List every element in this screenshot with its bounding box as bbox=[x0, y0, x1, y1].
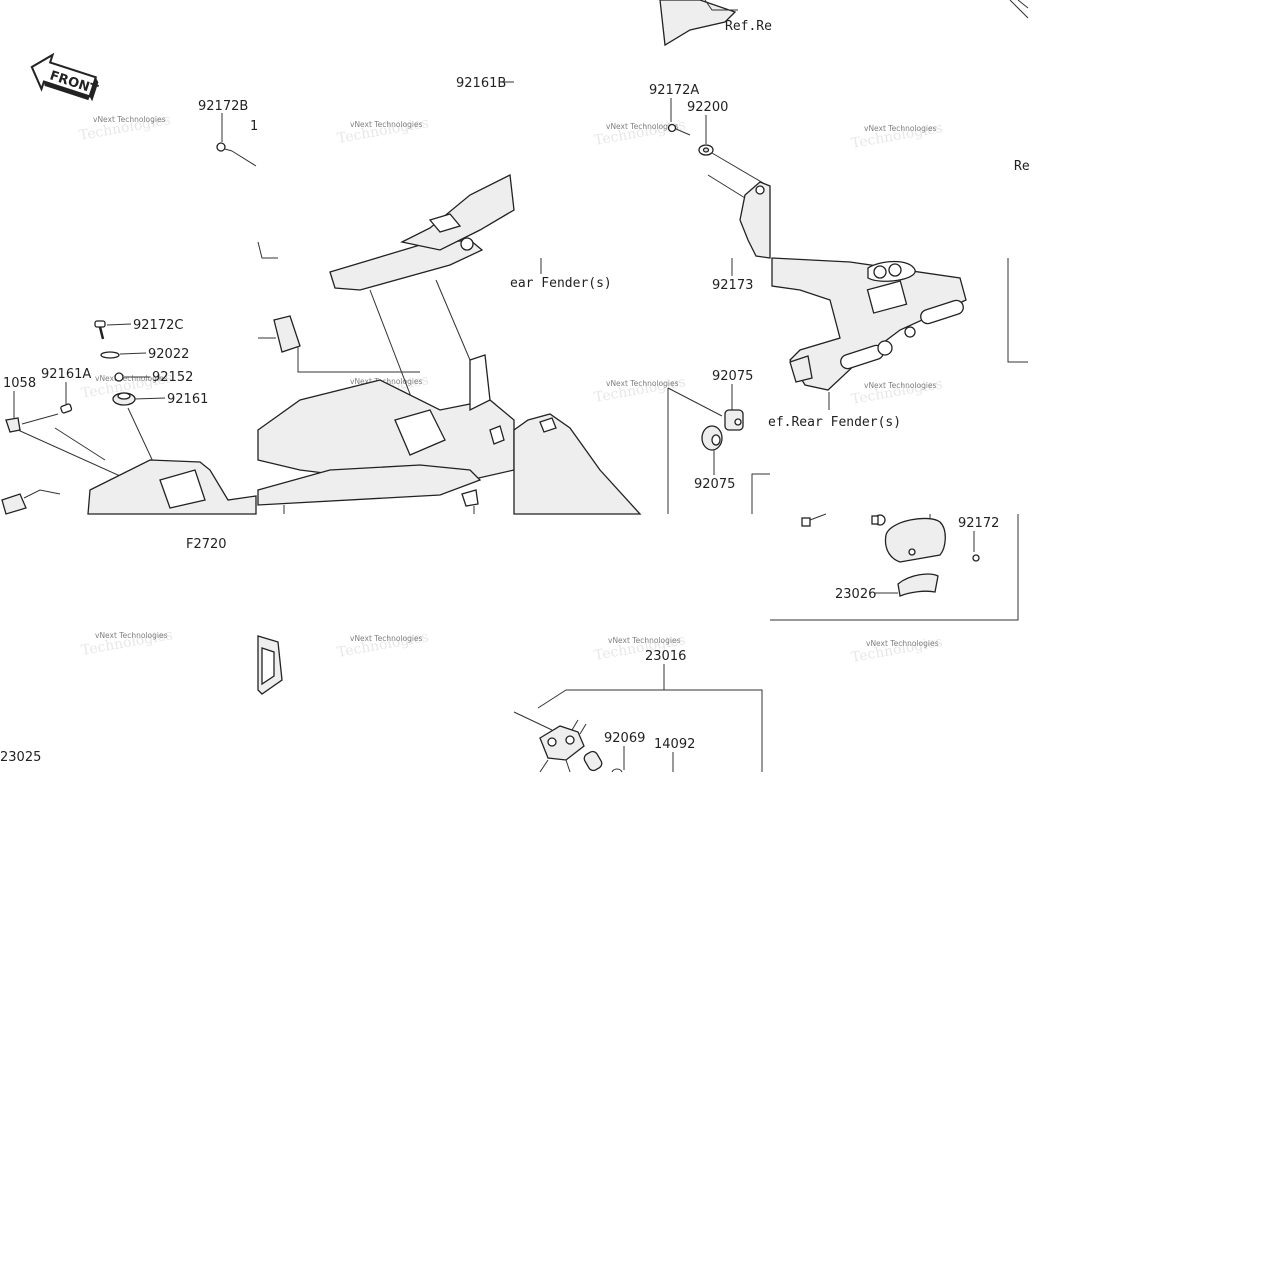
part-label-92069: 92069 bbox=[604, 731, 645, 746]
part-label-92161B: 92161B bbox=[456, 76, 506, 91]
ref-label-top: Ref.Re bbox=[725, 19, 772, 34]
part-label-92200: 92200 bbox=[687, 100, 728, 115]
grommet-icon bbox=[112, 392, 136, 406]
watermark: vNext Technologies bbox=[350, 377, 423, 386]
tile-grommet-parts: 92172C 92022 92152 92161A 92161 1058 bbox=[1, 318, 257, 515]
bulb-socket-icon bbox=[583, 750, 603, 772]
turn-signal-bracket-icon bbox=[539, 719, 587, 773]
part-label-92172C: 92172C bbox=[133, 318, 183, 333]
part-label-92172A: 92172A bbox=[649, 83, 699, 98]
part-label-1: 1 bbox=[250, 119, 258, 134]
watermark: vNext Technologies bbox=[350, 120, 423, 129]
watermark: vNext Technologies bbox=[95, 374, 168, 383]
screw-icon bbox=[667, 123, 691, 136]
screw-icon bbox=[972, 554, 980, 562]
damper-icon bbox=[701, 425, 723, 451]
part-label-23016: 23016 bbox=[645, 649, 686, 664]
watermark: vNext Technologies bbox=[608, 636, 681, 645]
ref-label-rear-fender-2: ef.Rear Fender(s) bbox=[768, 415, 901, 430]
part-label-92022: 92022 bbox=[148, 347, 189, 362]
part-label-92152: 92152 bbox=[152, 370, 193, 385]
watermark: vNext Technologies bbox=[606, 379, 679, 388]
damper-icon bbox=[60, 403, 73, 414]
watermark: vNext Technologies bbox=[864, 124, 937, 133]
bulb-icon bbox=[871, 514, 886, 526]
part-label-92161: 92161 bbox=[167, 392, 208, 407]
tile-turn-signal: 23016 92069 14092 bbox=[513, 649, 763, 773]
diagram-code: F2720 bbox=[186, 537, 227, 552]
tile-ref-right: Re bbox=[1007, 159, 1030, 363]
tile-bottom-left: F2720 23025 bbox=[0, 537, 283, 765]
watermark: vNext Technologies bbox=[606, 122, 679, 131]
damper-icon bbox=[724, 409, 744, 431]
tile-top-ref: Ref.Re bbox=[659, 0, 1029, 47]
ref-label-right: Re bbox=[1014, 159, 1030, 174]
watermark: vNext Technologies bbox=[350, 634, 423, 643]
watermark: vNext Technologies bbox=[95, 631, 168, 640]
washer-icon bbox=[100, 351, 120, 359]
tile-top-left-parts: 92172B 1 92161B bbox=[198, 76, 514, 167]
washer-icon bbox=[698, 144, 714, 156]
part-label-92075-b: 92075 bbox=[694, 477, 735, 492]
bolt-icon bbox=[94, 320, 106, 340]
tile-bracket-parts: 92172A 92200 92173 bbox=[649, 83, 771, 293]
tile-damper-parts: 92075 92075 bbox=[513, 369, 770, 515]
tile-tail-light: ef.Rear Fender(s) bbox=[768, 257, 967, 430]
part-label-23025: 23025 bbox=[0, 750, 41, 765]
watermark: vNext Technologies bbox=[93, 115, 166, 124]
tile-center-assembly bbox=[257, 174, 515, 514]
part-label-23026: 23026 bbox=[835, 587, 876, 602]
watermark: vNext Technologies bbox=[864, 381, 937, 390]
front-arrow-icon: FRONT bbox=[30, 52, 100, 102]
part-label-92161A: 92161A bbox=[41, 367, 91, 382]
part-label-92172B: 92172B bbox=[198, 99, 248, 114]
nut-icon bbox=[114, 372, 124, 382]
part-label-1058: 1058 bbox=[3, 376, 36, 391]
part-label-92075-a: 92075 bbox=[712, 369, 753, 384]
part-label-92172: 92172 bbox=[958, 516, 999, 531]
tile-ref-fender: ear Fender(s) bbox=[510, 258, 612, 291]
tile-license-light: 92172 23026 bbox=[770, 513, 1019, 621]
bolt-icon bbox=[216, 142, 233, 152]
ref-label-rear-fender: ear Fender(s) bbox=[510, 276, 612, 291]
watermark: vNext Technologies bbox=[866, 639, 939, 648]
connector-icon bbox=[801, 513, 827, 527]
part-label-92173: 92173 bbox=[712, 278, 753, 293]
part-label-14092: 14092 bbox=[654, 737, 695, 752]
